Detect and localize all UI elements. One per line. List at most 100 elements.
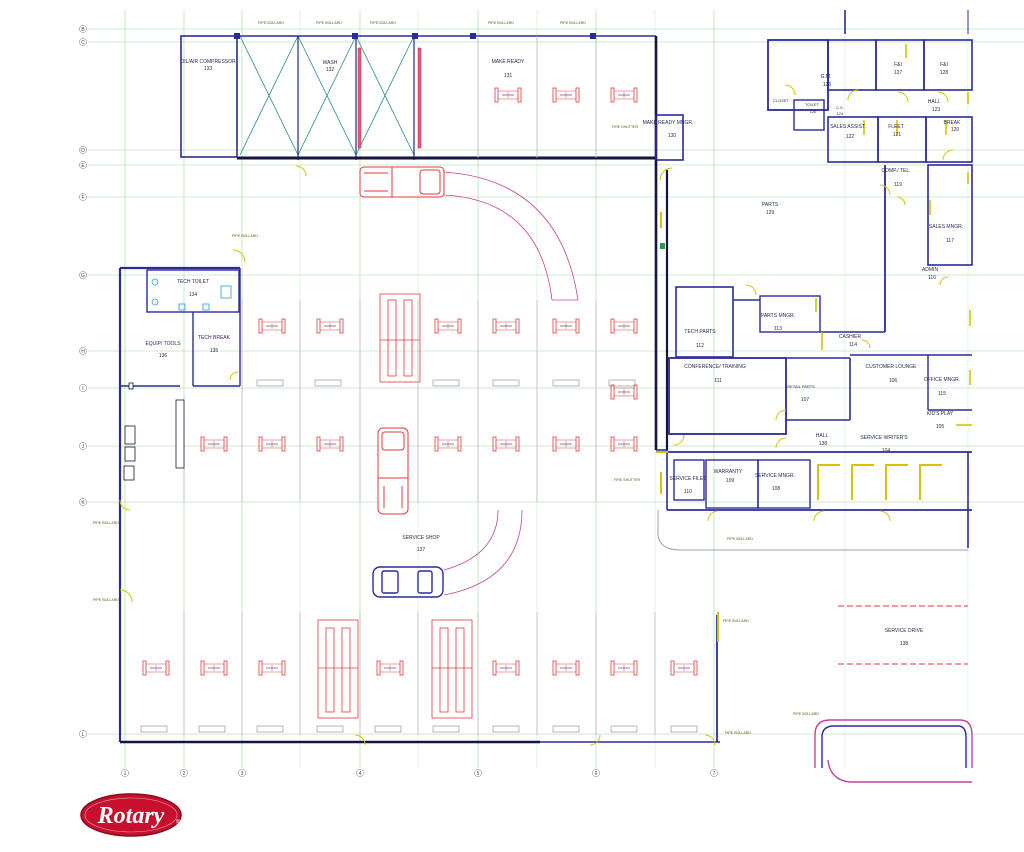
number-equip-tools: 136 [159,353,168,359]
grid-lines [88,10,1024,768]
walls [118,10,973,744]
grid-row-l [79,730,87,738]
number-sales-assist: 122 [846,134,855,140]
annot-fire-shutter: FIRE SHUTTER [612,125,639,129]
fire-shutters [656,212,719,642]
number-tech-break: 135 [210,348,219,354]
label-hall-123: HALL [928,99,941,105]
number-office-mngr: 115 [938,391,946,397]
blue-bollards [234,33,596,39]
number-cs: 124 [837,111,844,116]
grid-row-k [79,498,87,506]
label-hall-138: HALL [816,433,829,439]
grid-row-label: D [81,148,85,154]
number-comp-tel: 119 [894,182,902,188]
grid-row-h [79,347,87,355]
annot-pipe-bollard: PIPE BOLLARD [723,619,749,623]
number-wash: 132 [326,67,335,73]
suv-blue [372,566,444,598]
number-hall-138: 138 [819,441,828,447]
label-tech-parts: TECH PARTS [684,329,716,335]
label-fleet: FLEET [888,124,904,130]
number-tech-parts: 112 [696,343,704,349]
grid-col-label: 3 [241,771,244,777]
grid-col-label: 6 [595,771,598,777]
number-kids-play: 105 [936,424,945,430]
label-service-drive: SERVICE DRIVE [885,628,924,634]
annot-pipe-bollard: PIPE BOLLARD [93,521,119,525]
vehicle-path-arcs [443,171,579,596]
wash-bay-x-marks [239,35,415,156]
number-make-ready-mngr: 130 [668,133,677,139]
grid-row-label: L [82,732,85,738]
number-parts: 129 [766,210,775,216]
grid-row-markers [79,25,87,738]
grid-col-label: 1 [124,771,127,777]
grid-row-d [79,146,87,154]
room-labels: OIL/AIR COMPRESSOR 133 WASH 132 MAKE REA… [145,59,963,647]
grid-row-e [79,161,87,169]
number-cashier: 114 [849,342,857,348]
label-sales-mngr: SALES MNGR. [929,224,963,230]
grid-row-label: H [81,349,85,355]
work-benches-row-l [140,725,698,733]
rotary-logo-text: Rotary [97,803,165,829]
annot-pipe-bollard: PIPE BOLLARD [232,234,258,238]
label-equip-tools: EQUIP/ TOOLS [145,341,181,347]
annot-pipe-bollard: PIPE BOLLARD [793,712,819,716]
grid-row-f [79,193,87,201]
grid-row-j [79,442,87,450]
label-break-120: BREAK [944,120,962,126]
grid-row-labels: B C D E F G H I J K L [81,27,85,738]
number-parts-mngr: 113 [774,326,782,332]
label-retail-parts: RETAIL PARTS [787,384,815,389]
grid-row-b [79,25,87,33]
four-post-lift-2 [317,619,359,719]
service-drive-lanes [838,605,968,665]
number-fi-127: 127 [894,70,903,76]
number-hall-123: 123 [932,107,941,113]
label-kids-play: KID'S PLAY [927,411,954,417]
door-swings [119,84,954,746]
grid-row-label: C [81,40,85,46]
grid-row-c [79,38,87,46]
pickup-truck-top [359,166,445,198]
label-service-files: SERVICE FILES [669,476,707,482]
grid-col-label: 7 [713,771,716,777]
shop-lifts-row-3 [142,660,698,676]
grid-row-i [79,384,87,392]
number-customer-lounge: 106 [889,378,898,384]
green-wall-marker [660,243,665,249]
grid-row-label: J [82,444,85,450]
number-warranty: 109 [726,478,735,484]
label-make-ready-mngr: MAKE READY MNGR. [643,120,694,126]
annot-pipe-bollard: PIPE BOLLARD [258,21,284,25]
number-fleet: 121 [893,132,902,138]
grid-col-label: 4 [359,771,362,777]
label-admin: ADMIN [922,267,939,273]
label-office-mngr: OFFICE MNGR. [924,377,960,383]
label-make-ready: MAKE READY [492,59,525,65]
wash-bay-trenches [357,47,422,149]
label-gm: G.M. [821,74,832,80]
label-service-mngr: SERVICE MNGR. [755,473,795,479]
number-service-files: 110 [684,489,692,495]
label-cashier: CASHIER [839,334,862,340]
label-warranty: WARRANTY [714,469,743,475]
label-conference: CONFERENCE/ TRAINING [684,364,746,370]
yellow-door-leaves [815,44,972,426]
alignment-lift [610,384,638,400]
annot-pipe-bollard: PIPE BOLLARD [93,598,119,602]
number-conference: 111 [714,378,722,384]
number-tech-toilet: 134 [189,292,198,298]
number-service-drive: 138 [900,641,909,647]
number-gm: 125 [823,82,832,88]
annot-fire-shutter: FIRE SHUTTER [614,478,641,482]
label-oil-air-compressor: OIL/AIR COMPRESSOR [180,59,236,65]
label-fi-128: F&I [940,62,948,68]
four-post-lift-1 [379,293,421,383]
shop-lifts-row-2 [200,436,638,452]
grid-col-label: 5 [477,771,480,777]
number-toilet-126: 126 [810,109,817,114]
number-sales-mngr: 117 [946,238,954,244]
